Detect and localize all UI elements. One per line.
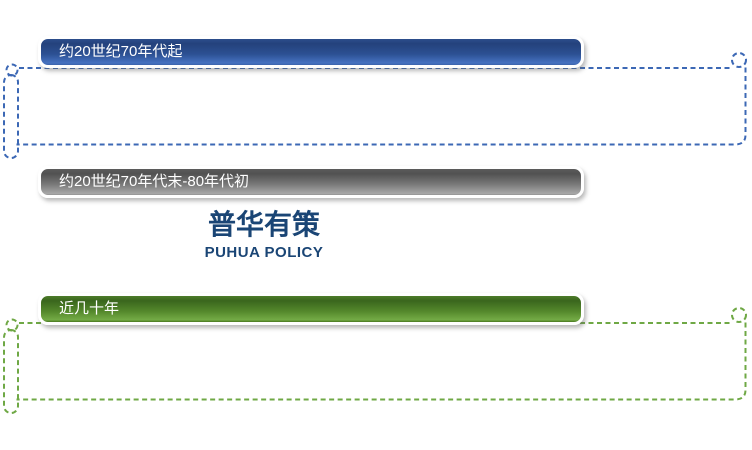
timeline-banner-recent-decades-label: 近几十年 [59,300,120,317]
scroll-green-left-curl-icon [5,318,19,332]
scroll-blue-body-line [16,67,747,146]
scroll-blue-left-curl-icon [5,63,19,77]
watermark-title: 普华有策 [207,209,320,240]
scroll-blue-left-roll-icon [3,74,19,159]
timeline-banner-recent-decades: 近几十年 [38,293,584,325]
watermark-subtitle: PUHUA POLICY [204,244,324,261]
timeline-banner-late70s-early80s: 约20世纪70年代末-80年代初 [38,166,584,198]
watermark-logo: 普华有策 PUHUA POLICY [204,206,324,261]
timeline-banner-late70s-early80s-label: 约20世纪70年代末-80年代初 [59,173,250,190]
scroll-green-left-roll-icon [3,329,19,414]
scroll-green-right-curl-icon [731,307,747,323]
scroll-green-body-line [16,322,747,401]
timeline-banner-1970s-label: 约20世纪70年代起 [59,43,183,60]
scroll-shape-blue [3,52,747,159]
scroll-blue-right-curl-icon [731,52,747,68]
timeline-banner-1970s: 约20世纪70年代起 [38,36,584,68]
